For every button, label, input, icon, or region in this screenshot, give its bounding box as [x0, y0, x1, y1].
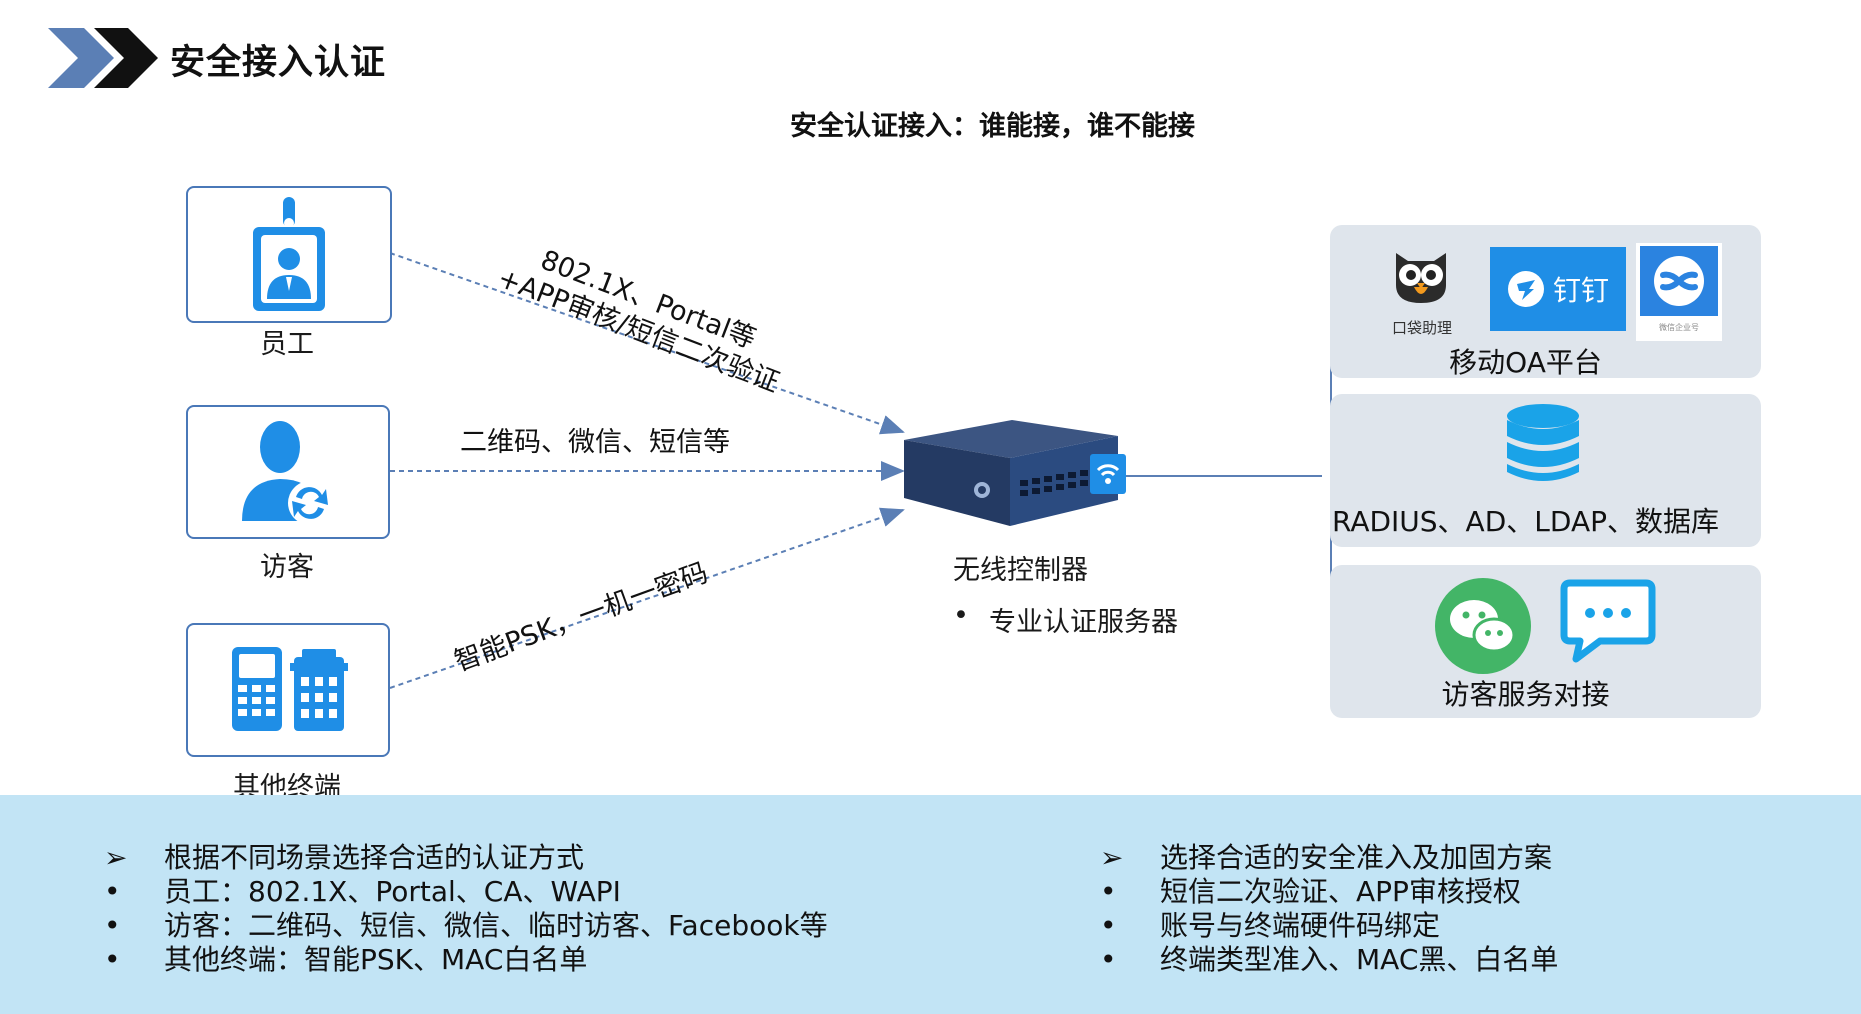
mobile-oa-label: 移动OA平台	[1449, 346, 1602, 379]
controller-label: 无线控制器	[953, 555, 1088, 586]
employee-connection-line	[389, 252, 905, 435]
guest-service-label: 访客服务对接	[1441, 678, 1610, 711]
wechat-work-icon	[1654, 256, 1704, 306]
wechat-icon	[1435, 578, 1531, 674]
list-item: 短信二次验证、APP审核授权	[1160, 875, 1521, 908]
chevron-arrows-icon	[48, 28, 158, 88]
terminal-devices-icon	[232, 647, 348, 731]
bottom-left-list: ➢根据不同场景选择合适的认证方式 •员工：802.1X、Portal、CA、WA…	[104, 841, 828, 976]
bottom-right-heading: 选择合适的安全准入及加固方案	[1160, 841, 1553, 874]
owl-logo-icon	[1396, 253, 1446, 303]
arrow-bullet-icon: ➢	[1100, 841, 1124, 874]
other-connection-line	[389, 507, 905, 689]
database-panel: RADIUS、AD、LDAP、数据库	[1330, 394, 1761, 547]
list-item: 员工：802.1X、Portal、CA、WAPI	[164, 875, 621, 908]
database-icon	[1507, 404, 1579, 481]
list-item: 终端类型准入、MAC黑、白名单	[1160, 943, 1559, 976]
dingding-text: 钉钉	[1552, 274, 1609, 307]
arrow-bullet-icon: ➢	[104, 841, 128, 874]
employee-label: 员工	[260, 329, 314, 360]
bottom-right-list: ➢选择合适的安全准入及加固方案 •短信二次验证、APP审核授权 •账号与终端硬件…	[1100, 841, 1559, 976]
guest-label: 访客	[260, 552, 314, 583]
bottom-summary-band: ➢根据不同场景选择合适的认证方式 •员工：802.1X、Portal、CA、WA…	[0, 795, 1861, 1014]
message-bubble-icon	[1560, 579, 1656, 663]
guest-method-text: 二维码、微信、短信等	[460, 427, 730, 458]
page-title: 安全接入认证	[170, 43, 387, 83]
controller-bullet: •专业认证服务器	[953, 600, 1178, 638]
employee-box	[186, 186, 392, 323]
guest-user-icon	[242, 421, 332, 525]
koudai-label: 口袋助理	[1391, 319, 1452, 337]
list-item: 访客：二维码、短信、微信、临时访客、Facebook等	[164, 909, 828, 942]
wechat-work-text: 微信企业号	[1659, 323, 1699, 332]
bottom-left-heading: 根据不同场景选择合适的认证方式	[164, 841, 585, 874]
diagram-subtitle: 安全认证接入：谁能接，谁不能接	[790, 111, 1195, 142]
other-terminal-box	[186, 623, 390, 757]
list-item: 账号与终端硬件码绑定	[1160, 909, 1441, 942]
dingding-icon	[1507, 271, 1544, 307]
wechat-work-logo: 微信企业号	[1636, 243, 1722, 341]
database-label: RADIUS、AD、LDAP、数据库	[1332, 505, 1719, 538]
mobile-oa-panel: 口袋助理 钉钉 微信企业号 移动OA平台	[1330, 225, 1761, 379]
dingding-logo: 钉钉	[1490, 247, 1626, 331]
guest-service-panel: 访客服务对接	[1330, 565, 1761, 718]
employee-badge-icon	[253, 196, 325, 311]
list-item: 其他终端：智能PSK、MAC白名单	[164, 943, 588, 976]
guest-box	[186, 405, 390, 539]
wireless-controller-device-icon	[904, 420, 1126, 526]
controller-bullet-text: 专业认证服务器	[989, 607, 1178, 638]
